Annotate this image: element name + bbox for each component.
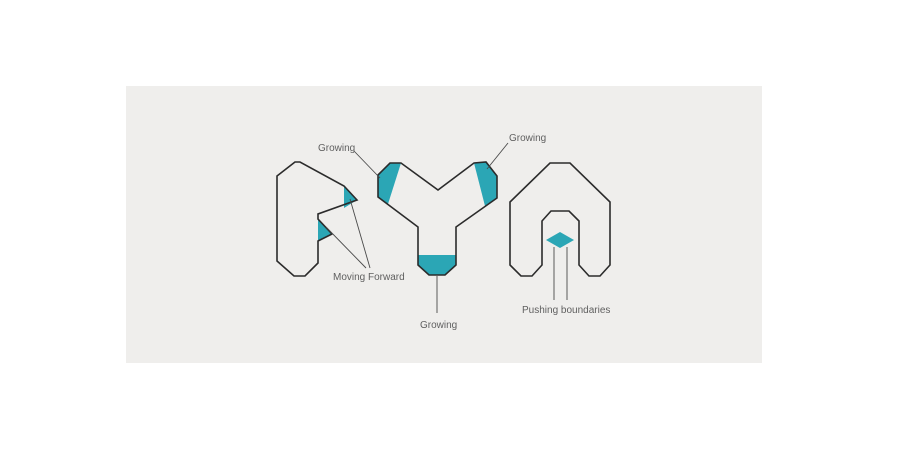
left-shape-outline (276, 161, 359, 277)
label-moving-forward: Moving Forward (333, 272, 405, 283)
middle-shape-accent-bottom (418, 255, 456, 275)
middle-shape-outline (377, 161, 498, 276)
right-shape-accent-diamond (546, 232, 574, 248)
diagram-panel (126, 86, 762, 363)
leader-moving-forward-b (325, 226, 367, 269)
label-growing-bottom: Growing (420, 320, 457, 331)
label-growing-top-left: Growing (318, 143, 355, 154)
left-shape (276, 161, 359, 277)
middle-shape-accent-left (378, 163, 401, 204)
leader-growing-top-right (486, 142, 509, 170)
leader-moving-forward-a (349, 198, 371, 269)
left-shape-accent-upper (344, 186, 357, 208)
label-growing-top-right: Growing (509, 133, 546, 144)
leader-growing-top-left (353, 150, 381, 179)
label-pushing-boundaries: Pushing boundaries (522, 305, 610, 316)
right-shape-outline (509, 162, 611, 277)
middle-shape-accent-right (474, 162, 497, 206)
middle-shape (377, 161, 498, 276)
right-shape (509, 162, 611, 277)
leader-lines (325, 142, 568, 313)
